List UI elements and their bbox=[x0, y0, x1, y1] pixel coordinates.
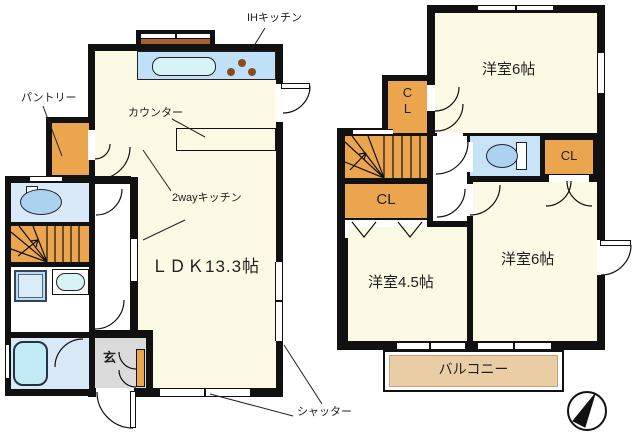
first-floor-hallway bbox=[95, 184, 130, 330]
north-arrow-icon bbox=[567, 391, 607, 431]
closet-upper bbox=[388, 81, 427, 133]
label-closet-upper-l: L bbox=[403, 101, 412, 116]
ldk-bottom-window-mullion bbox=[204, 388, 206, 397]
toilet-bowl-2f bbox=[486, 144, 518, 168]
bedroom-6-lower-right-door-leaf bbox=[600, 240, 631, 246]
kitchen-sink bbox=[152, 57, 216, 76]
label-two-way-kitchen: 2wayキッチン bbox=[172, 192, 242, 204]
kitchen-side-door-opening bbox=[276, 84, 283, 122]
entrance-side-wall bbox=[146, 330, 153, 390]
bathroom-window bbox=[5, 345, 10, 378]
stairs-1f bbox=[11, 226, 89, 262]
leader-shutter-b bbox=[209, 393, 294, 417]
label-ldk: ＬＤＫ13.3帖 bbox=[151, 257, 261, 276]
label-pantry: パントリー bbox=[21, 92, 77, 104]
ih-burner-icon bbox=[238, 59, 246, 67]
balcony-window-left bbox=[397, 342, 465, 350]
pantry-room bbox=[52, 123, 89, 175]
stairs-window bbox=[353, 129, 393, 135]
leader-shutter-a bbox=[283, 344, 323, 405]
dining-counter bbox=[176, 128, 276, 151]
door-arc-front-door bbox=[96, 391, 134, 429]
label-shutter: シャッター bbox=[297, 406, 352, 418]
ih-burner-icon bbox=[248, 68, 256, 76]
pantry-door-opening bbox=[88, 130, 95, 160]
bathtub bbox=[13, 341, 48, 386]
toilet-window bbox=[30, 176, 62, 182]
toilet-bowl-1f bbox=[20, 189, 62, 215]
second-floor-hallway bbox=[433, 136, 467, 221]
label-ih-kitchen: IHキッチン bbox=[247, 12, 302, 24]
entrance-top-wall bbox=[93, 330, 153, 338]
door-arc-bedroom6-lower-right bbox=[600, 244, 632, 276]
balcony-window-left-mullion bbox=[429, 342, 431, 350]
ih-burner-icon bbox=[227, 68, 235, 76]
label-closet-upper-c: C bbox=[402, 85, 413, 100]
closet-stairs bbox=[345, 184, 427, 218]
stairs-2f bbox=[345, 136, 427, 178]
vanity-basin bbox=[56, 273, 85, 291]
label-bedroom6-lower: 洋室6帖 bbox=[501, 251, 555, 268]
bedroom-6-upper-right-window bbox=[597, 53, 605, 93]
label-bedroom6-upper: 洋室6帖 bbox=[482, 61, 536, 78]
hall-ldk-sliding-door bbox=[130, 239, 138, 281]
front-door-leaf bbox=[130, 391, 136, 428]
kitchen-bay-window-mullion bbox=[175, 33, 177, 39]
label-bedroom45: 洋室4.5帖 bbox=[368, 274, 434, 291]
closet-right-door-opening bbox=[549, 175, 589, 183]
bedroom-6-upper-top-window-mullion bbox=[515, 5, 517, 11]
label-counter: カウンター bbox=[128, 107, 183, 119]
washing-machine-pan-inner bbox=[18, 274, 43, 298]
bedroom-45 bbox=[348, 227, 467, 341]
balcony-window-right-mullion bbox=[513, 342, 515, 350]
label-closet-stairs: CL bbox=[376, 191, 396, 208]
toilet-2f-door-opening bbox=[464, 142, 473, 172]
door-arc-kitchen-side bbox=[282, 85, 311, 114]
balcony-floor bbox=[389, 355, 558, 387]
label-entrance: 玄 bbox=[103, 350, 117, 365]
kitchen-side-door-leaf bbox=[281, 83, 310, 89]
closet-right bbox=[545, 140, 593, 174]
bedroom-6-lower-door-opening bbox=[467, 184, 473, 216]
closet-upper-door-opening bbox=[427, 85, 435, 111]
pantry-hall-wall bbox=[88, 176, 131, 184]
shoe-cabinet bbox=[136, 349, 145, 387]
front-door-opening bbox=[96, 388, 134, 397]
label-balcony: バルコニー bbox=[438, 361, 509, 377]
label-closet-right: CL bbox=[560, 148, 578, 163]
ldk-right-window-mullion bbox=[275, 300, 283, 302]
